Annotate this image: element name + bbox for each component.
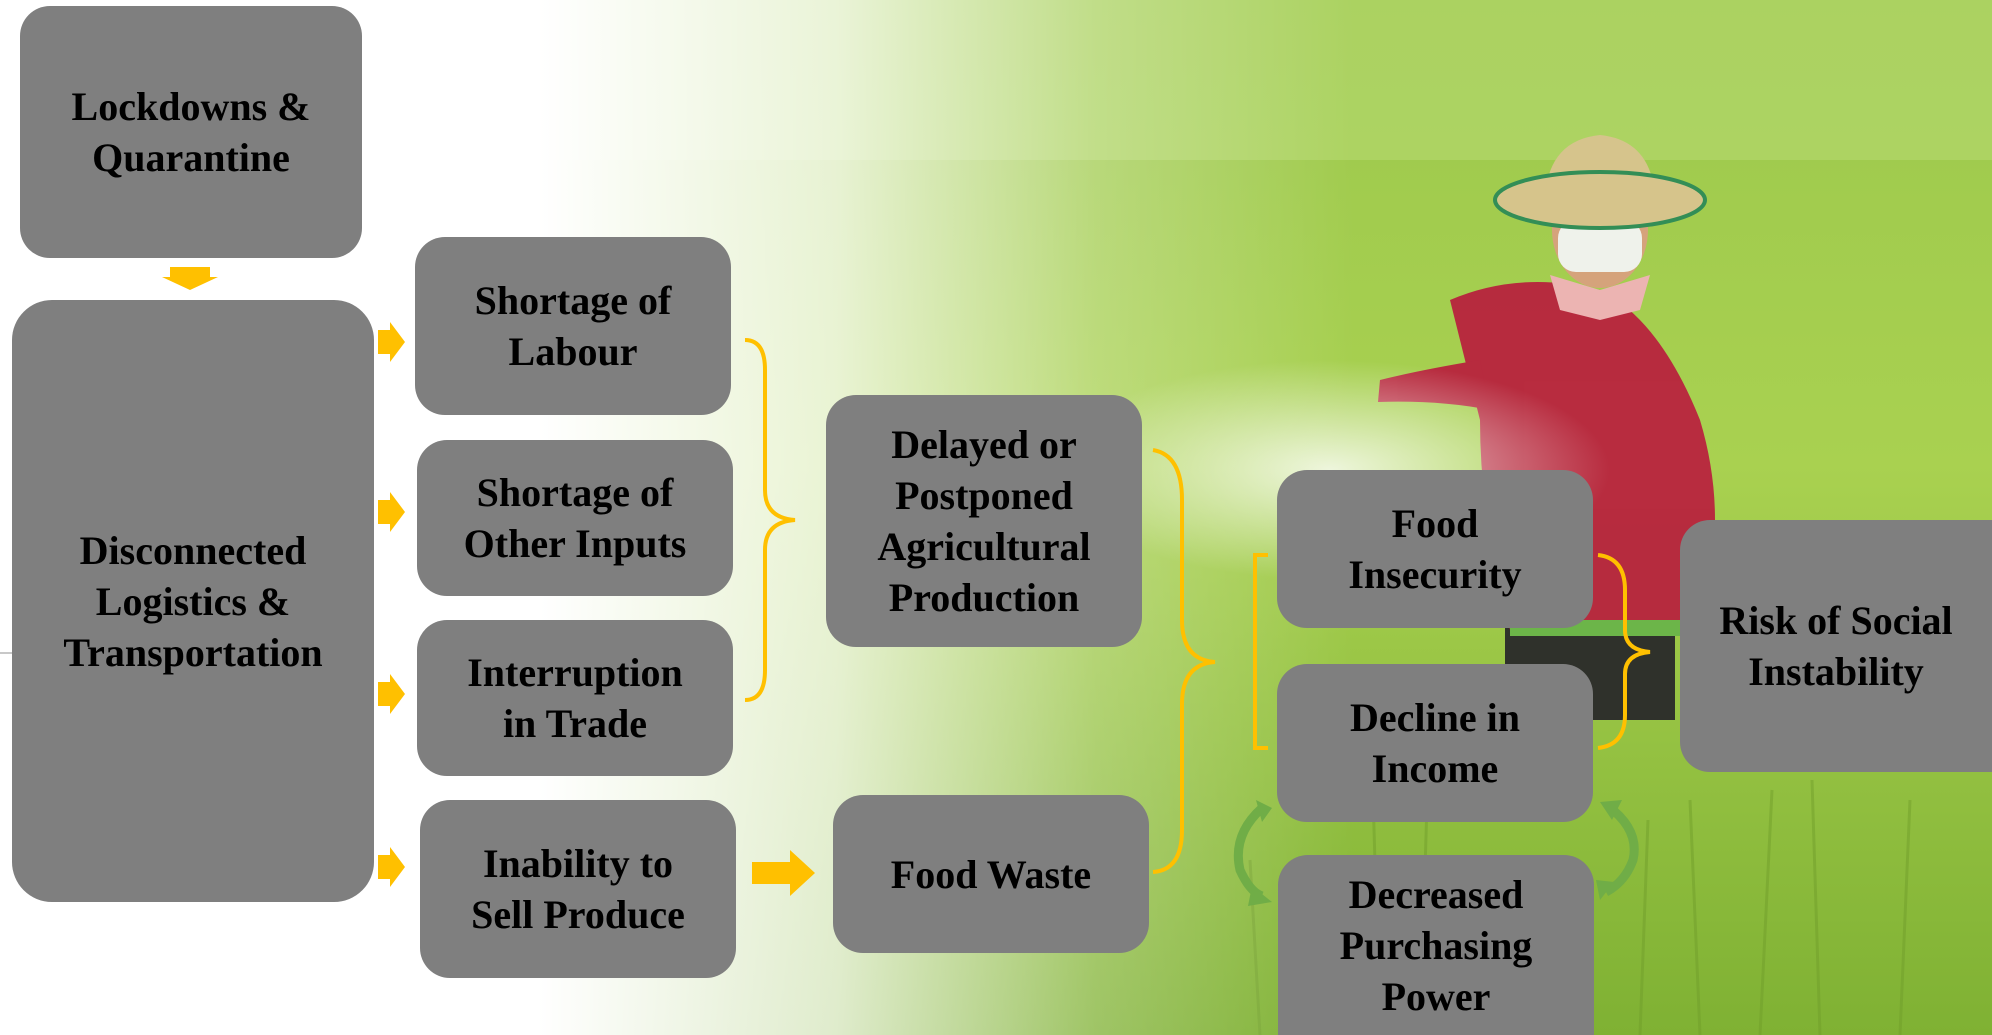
cycle-arrow-icon [1233,804,1266,901]
node-label: Income [1371,746,1499,791]
node-label: Instability [1748,649,1924,694]
node-label: Insecurity [1348,552,1522,597]
arrow-right-icon [752,850,815,896]
node-shortage-inputs: Shortage of Other Inputs [417,440,733,596]
node-decline-income: Decline in Income [1277,664,1593,822]
node-label: Quarantine [92,135,290,180]
node-inability-sell: Inability to Sell Produce [420,800,736,978]
node-label: Production [888,575,1080,620]
divider-line [0,652,12,654]
bracket-icon [1253,553,1268,750]
node-label: Food Waste [890,851,1092,897]
node-label: Purchasing [1339,922,1533,968]
brace-icon [1597,553,1651,750]
node-label: Postponed [895,473,1073,518]
arrow-right-icon [378,847,405,887]
node-label: Food [1391,501,1479,546]
node-label: Lockdowns & [71,84,311,129]
node-label: Transportation [63,629,323,675]
node-food-waste: Food Waste [833,795,1149,953]
node-label: Power [1381,973,1491,1019]
arrow-right-icon [378,322,405,362]
brace-icon [1152,448,1216,874]
node-label: Decreased [1348,871,1524,917]
node-label: Delayed or [891,422,1077,467]
arrow-down-icon [162,267,218,290]
node-lockdowns: Lockdowns & Quarantine [20,6,362,258]
arrow-right-icon [378,674,405,714]
node-shortage-labour: Shortage of Labour [415,237,731,415]
node-label: Logistics & [95,578,291,624]
node-label: Shortage of [474,278,672,323]
node-label: Disconnected [79,527,307,573]
cycle-arrow-icon [1603,802,1639,896]
node-label: Other Inputs [463,521,687,566]
node-interruption-trade: Interruption in Trade [417,620,733,776]
node-label: Shortage of [476,470,674,515]
node-label: Interruption [467,650,683,695]
node-label: Sell Produce [471,892,685,937]
arrow-right-icon [378,492,405,532]
node-label: Risk of Social [1719,598,1953,643]
node-label: Decline in [1350,695,1520,740]
node-label: Agricultural [877,524,1091,569]
node-label: Inability to [482,841,674,886]
node-label: in Trade [502,701,648,746]
brace-icon [744,338,796,702]
node-label: Labour [508,329,638,374]
